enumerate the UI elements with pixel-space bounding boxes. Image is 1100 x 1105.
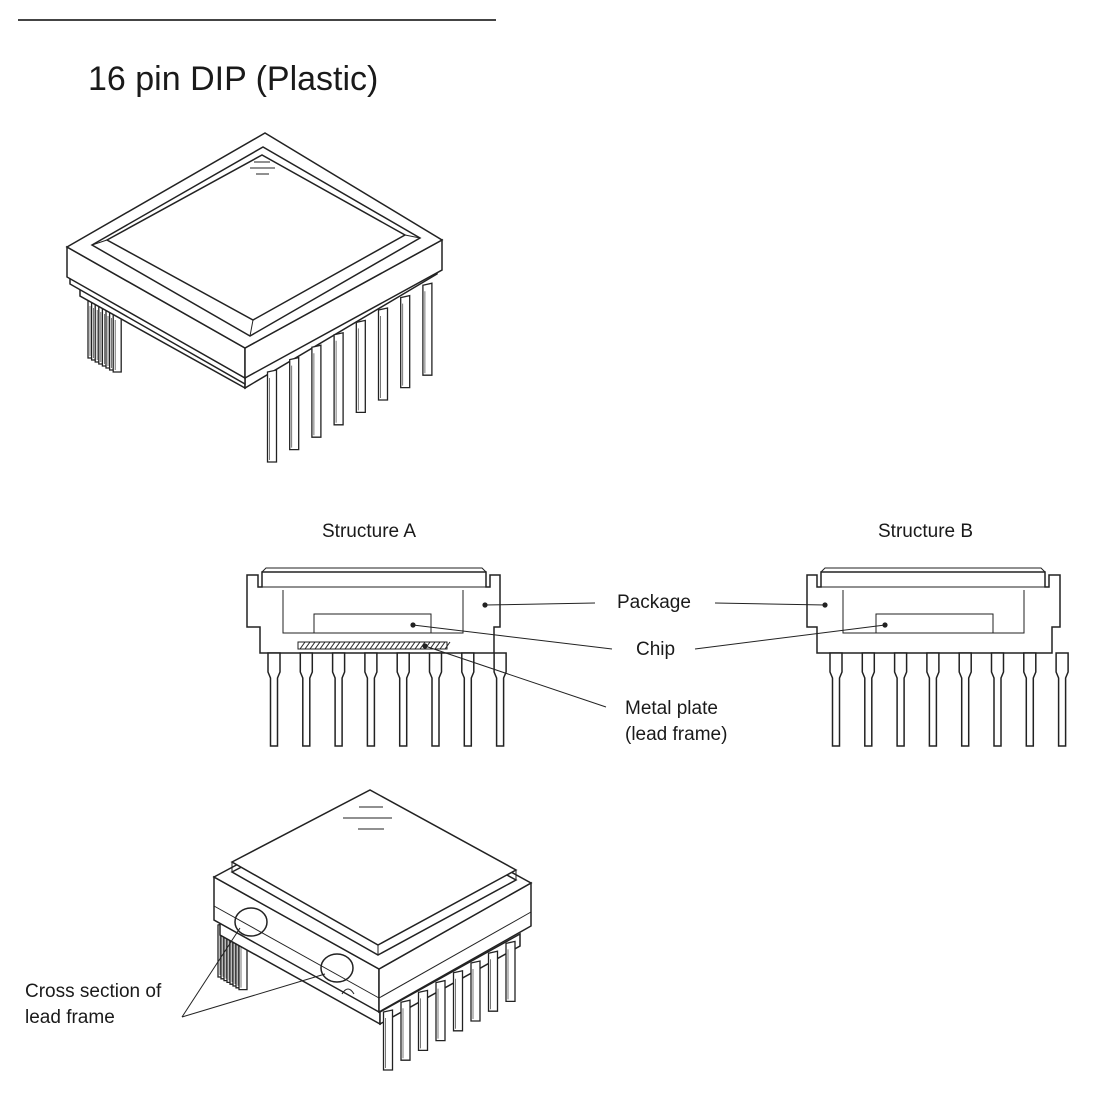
cross-section-circle-1 (234, 907, 268, 937)
hatch-line (349, 641, 356, 650)
hatch-line (374, 641, 381, 650)
hatch-line (309, 641, 316, 650)
pin-b-6 (990, 652, 1005, 747)
cross-section-label-line1: Cross section of (25, 981, 162, 1002)
chip-label: Chip (636, 639, 675, 660)
pin-a-8 (493, 652, 507, 747)
pin-a-5 (396, 652, 410, 747)
hatch-line (354, 641, 361, 650)
front-pin-b-7 (487, 950, 499, 1012)
structure-a-label: Structure A (322, 521, 416, 542)
front-pin-b-2 (400, 999, 411, 1061)
front-pin-b-3 (417, 989, 429, 1052)
lower-right-face (379, 932, 521, 1026)
ground-mark-icon-bottom (343, 806, 392, 830)
front-pin-3 (311, 344, 322, 438)
pin-a-7 (461, 652, 475, 747)
hatch-line (394, 641, 401, 650)
leader-cs-2 (181, 973, 326, 1018)
pin-a-4 (364, 652, 378, 747)
front-pin-2 (289, 356, 300, 451)
hatch-line (329, 641, 336, 650)
pins-b (829, 652, 1069, 747)
front-pin-row-bottom (382, 940, 516, 1071)
structure-a-cross-section (246, 567, 507, 747)
hatch-line (334, 641, 341, 650)
pin-b-3 (893, 652, 908, 747)
hatch-line (404, 641, 411, 650)
ground-mark-icon (250, 161, 275, 175)
back-pin-8 (112, 311, 122, 373)
metal-plate-label-line2: (lead frame) (625, 724, 727, 745)
package-body-b (806, 571, 1061, 654)
hatch-line (414, 641, 421, 650)
pin-b-7 (1023, 652, 1037, 747)
structure-b-cross-section (806, 567, 1069, 747)
leader-lines (410, 602, 888, 708)
pin-a-2 (299, 652, 314, 747)
front-pin-7 (400, 294, 411, 389)
hatch-line (379, 641, 386, 650)
dip-package-3d-top (65, 132, 444, 463)
pin-a-3 (331, 652, 346, 747)
hatch-line (409, 641, 416, 650)
front-pin-b-1 (382, 1009, 394, 1071)
hatch-line (304, 641, 311, 650)
hatch-line (299, 641, 306, 650)
chip-b (875, 613, 994, 634)
front-pin-5 (355, 319, 366, 414)
front-pin-b-8 (505, 940, 516, 1003)
structure-b-label: Structure B (878, 521, 973, 542)
metal-plate-label-line1: Metal plate (625, 698, 718, 719)
hatch-line (444, 641, 451, 650)
pin-a-1 (267, 652, 281, 747)
hatch-line (344, 641, 351, 650)
hatch-line (399, 641, 406, 650)
hatch-line (439, 641, 446, 650)
hatch-line (359, 641, 366, 650)
package-label: Package (617, 592, 691, 613)
pin-b-5 (958, 652, 972, 747)
front-pin-b-5 (452, 969, 464, 1032)
pin-b-2 (861, 652, 876, 747)
front-pin-row (266, 282, 433, 463)
front-pin-1 (266, 369, 278, 463)
package-body (65, 132, 444, 390)
package-body-a (246, 571, 501, 654)
cross-section-label-line2: lead frame (25, 1007, 115, 1028)
pin-a-6 (428, 652, 443, 747)
leader-cs-1 (181, 927, 241, 1018)
hatch-line (314, 641, 321, 650)
hatch-line (339, 641, 346, 650)
pin-b-1 (829, 652, 843, 747)
hatch-line (364, 641, 371, 650)
hatch-line (369, 641, 376, 650)
pin-b-4 (926, 652, 940, 747)
package-body-bottom (212, 789, 533, 1026)
hatch-line (384, 641, 391, 650)
front-pin-4 (333, 331, 344, 426)
notch (341, 988, 355, 995)
hatch-line (324, 641, 331, 650)
cross-section-circle-2 (320, 953, 354, 983)
pins-a (267, 652, 507, 747)
hatch-line (389, 641, 396, 650)
hatch-line (319, 641, 326, 650)
front-pin-6 (377, 307, 389, 401)
dip-package-3d-bottom (181, 789, 533, 1071)
figure-title: 16 pin DIP (Plastic) (88, 60, 378, 98)
metal-plate-hatch (299, 641, 451, 650)
front-pin-8 (422, 282, 433, 376)
front-pin-b-6 (470, 960, 481, 1022)
hatch-line (434, 641, 441, 650)
chip-a (313, 613, 432, 634)
front-pin-b-4 (435, 979, 446, 1042)
pin-b-8 (1055, 652, 1069, 747)
